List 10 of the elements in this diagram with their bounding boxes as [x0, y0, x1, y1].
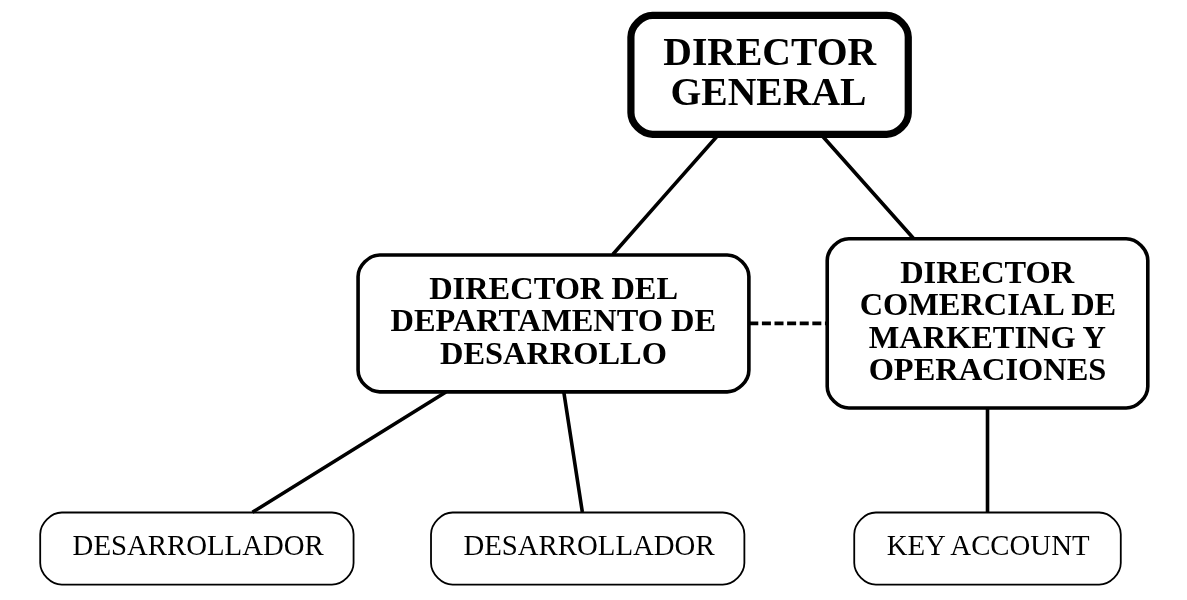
- connector: [250, 390, 447, 514]
- node-box: DIRECTOR GENERAL: [626, 11, 912, 138]
- connector: [985, 408, 989, 513]
- node-box: DIRECTOR DEL DEPARTAMENTO DE DESARROLLO: [355, 253, 751, 394]
- node-box: KEY ACCOUNT: [852, 511, 1122, 586]
- node-box: DESARROLLADOR: [38, 511, 354, 586]
- connector: [561, 392, 584, 513]
- connector: [748, 321, 827, 326]
- node-box: DESARROLLADOR: [429, 511, 745, 586]
- node-box: DIRECTOR COMERCIAL DE MARKETING Y OPERACIONES: [824, 236, 1150, 410]
